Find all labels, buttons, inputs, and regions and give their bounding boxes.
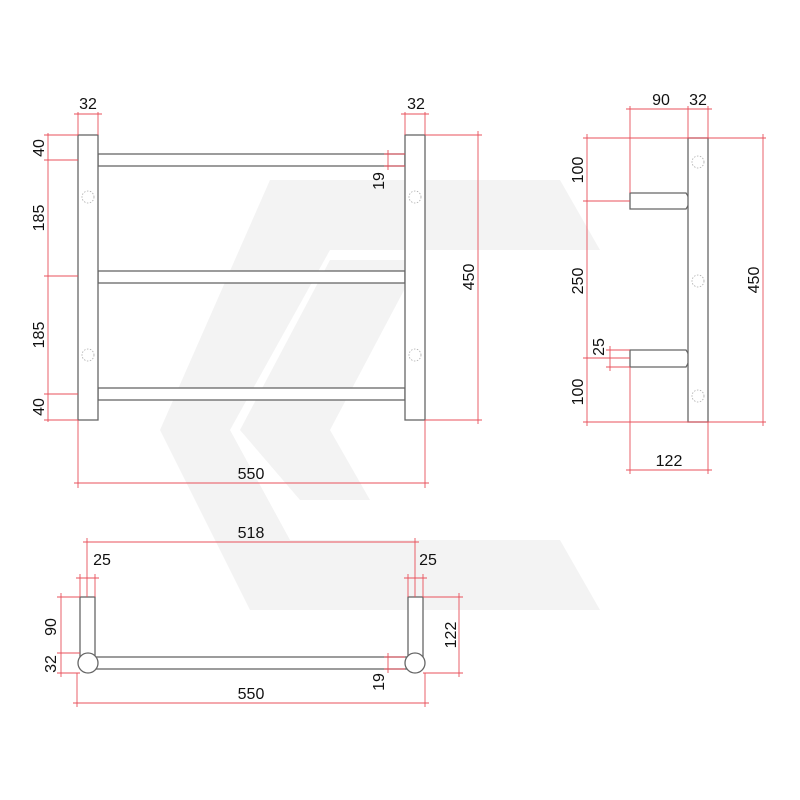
side-post [687, 137, 709, 423]
dim-spacing-upper: 185 [31, 205, 48, 232]
dim-bottom-offset: 40 [31, 398, 48, 416]
dim-inner-width: 518 [238, 525, 265, 542]
dim-rail-thickness: 19 [371, 172, 388, 190]
dim-spacing-lower: 185 [31, 322, 48, 349]
front-view: 32 32 40 185 185 40 19 450 550 [31, 96, 482, 488]
dim-arm-length: 90 [43, 618, 60, 636]
mount-hole-icon [408, 348, 422, 362]
dim-post-width-left: 32 [79, 96, 97, 113]
mount-hole-icon [81, 190, 95, 204]
rail-bottom [97, 387, 406, 401]
watermark-logo [160, 180, 600, 610]
post-right [404, 134, 426, 421]
dim-top-offset: 100 [570, 157, 587, 184]
mount-hole-icon [691, 389, 705, 403]
arm-right [407, 596, 424, 660]
dim-height: 450 [746, 267, 763, 294]
mount-hole-icon [408, 190, 422, 204]
rail-top [97, 153, 406, 167]
dim-post-width: 32 [689, 92, 707, 109]
dim-width: 550 [238, 466, 265, 483]
dim-arm-length: 90 [652, 92, 670, 109]
mount-hole-icon [81, 348, 95, 362]
dim-total-depth: 122 [656, 453, 683, 470]
arm-left [79, 596, 96, 660]
dim-post-diameter: 32 [43, 655, 60, 673]
side-view: 90 32 100 250 25 100 450 122 [570, 92, 766, 474]
post-right-section [404, 652, 426, 674]
dim-top-offset: 40 [31, 139, 48, 157]
dim-bottom-offset: 100 [570, 379, 587, 406]
dim-arm-diameter: 25 [591, 338, 608, 356]
post-left-section [77, 652, 99, 674]
dim-post-width-right: 32 [407, 96, 425, 113]
mount-hole-icon [691, 155, 705, 169]
dim-arm-spacing: 250 [570, 268, 587, 295]
dim-total-depth: 122 [443, 622, 460, 649]
dim-rail-thickness: 19 [371, 673, 388, 691]
dim-arm-right: 25 [419, 552, 437, 569]
dim-arm-left: 25 [93, 552, 111, 569]
mount-hole-icon [691, 274, 705, 288]
post-left [77, 134, 99, 421]
top-rail [94, 656, 414, 670]
top-view: 518 25 25 90 32 122 19 550 [43, 525, 463, 707]
arm-top [629, 192, 690, 210]
arm-bottom [629, 349, 690, 368]
rail-middle [97, 270, 406, 284]
dim-width: 550 [238, 686, 265, 703]
dim-height: 450 [461, 264, 478, 291]
